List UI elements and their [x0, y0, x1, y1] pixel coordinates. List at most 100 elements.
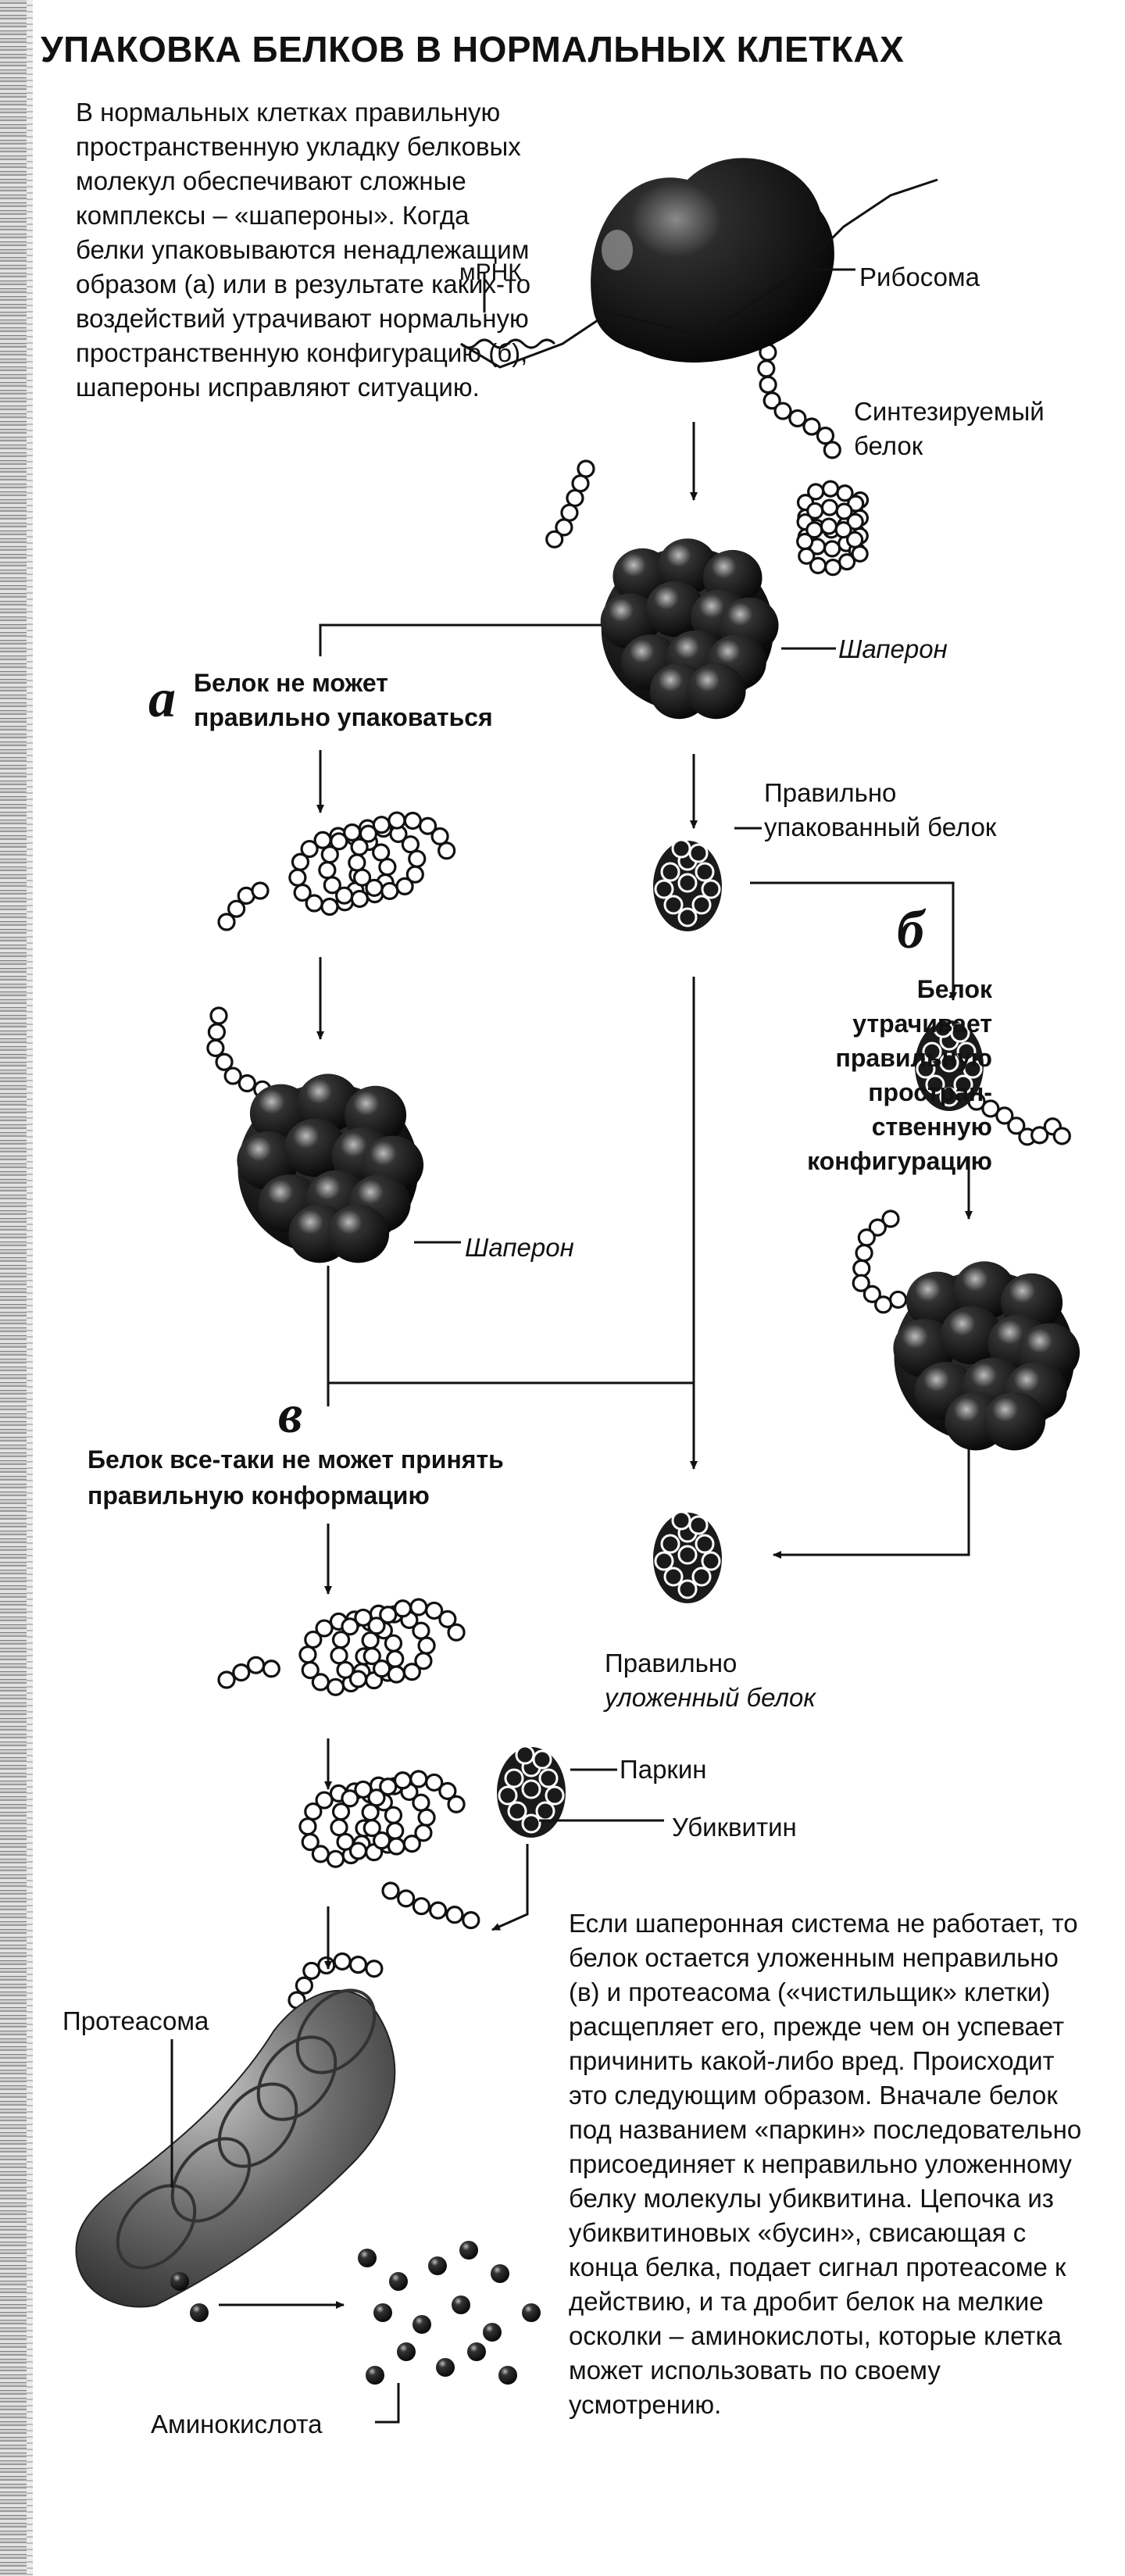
misfolded-protein-c1 [387, 1665, 405, 1684]
amino-acid-bead [358, 2249, 377, 2267]
synthesized-protein-coil [851, 545, 869, 563]
misfolded-protein-c2 [348, 1842, 368, 1860]
parkin-molecule-bead [532, 1749, 552, 1770]
unfolded-protein-a [380, 881, 399, 901]
unfolded-protein-a [359, 824, 378, 843]
parkin-label: Паркин [620, 1755, 707, 1784]
unfolded-protein-a [300, 839, 319, 859]
ubiquitin-chain [462, 1911, 480, 1930]
protein-losing-shape-bead [939, 1087, 959, 1107]
misfolded-protein-c2 [304, 1802, 323, 1821]
synthesized-protein-chain [762, 391, 781, 410]
protein-losing-shape-tail [1052, 1127, 1071, 1145]
synthesized-protein-chain [757, 359, 776, 378]
amino-acid-bead [366, 2366, 384, 2385]
mrna-label: мРНК [459, 259, 522, 285]
properly-packed-protein-bead [695, 862, 715, 882]
parkin-molecule-bead [504, 1768, 524, 1788]
amino-acid-bead [397, 2342, 416, 2361]
mrna-ticks [459, 338, 556, 349]
misfolded-protein-c1 [315, 1619, 334, 1638]
properly-packed-protein-bead [671, 838, 691, 859]
proteasome-ring [256, 2035, 338, 2121]
properly-folded-protein-bead [677, 1579, 698, 1599]
step-c-letter: в [278, 1384, 303, 1445]
unfolded-protein-a [352, 868, 372, 887]
chaperone-right-chain [862, 1284, 881, 1303]
misfolded-protein-c1 [409, 1598, 428, 1617]
parkin-molecule-bead [538, 1768, 559, 1788]
properly-packed-label-line2: упакованный белок [764, 813, 997, 841]
synthesized-protein-coil [820, 517, 838, 535]
proteasome-entry-chain [317, 1956, 336, 1975]
amino-acid-bead [389, 2272, 408, 2291]
unfolded-protein-a [320, 897, 339, 916]
misfolded-protein-c2 [438, 1781, 457, 1800]
step-c-text-line2: правильную конформацию [88, 1481, 430, 1510]
chaperone-left-lobe [327, 1204, 390, 1263]
synthesized-protein-coil [820, 498, 839, 516]
step-a-letter: а [148, 669, 176, 729]
chaperone-left-chain [209, 1006, 228, 1025]
chaperone-left-chain [206, 1038, 225, 1058]
ubiquitin-chain [445, 1906, 464, 1924]
step-b-text-line3: правильную [835, 1044, 992, 1072]
chaperone-top-chain [577, 459, 595, 478]
proteasome-entry-chain [295, 1976, 313, 1995]
unfolded-protein-a [388, 811, 406, 830]
protein-losing-shape-bead [962, 1059, 983, 1079]
synthesized-protein-coil [824, 559, 842, 577]
amino-acid-bead [190, 2303, 209, 2322]
misfolded-protein-c2 [315, 1791, 334, 1810]
unfolded-protein-a [372, 816, 391, 834]
properly-folded-protein-bead [695, 1534, 715, 1554]
misfolded-protein-c2 [417, 1808, 436, 1827]
amino-acid-bead [483, 2323, 502, 2342]
misfolded-protein-c1 [348, 1670, 368, 1688]
chaperone-label-left: Шаперон [465, 1233, 574, 1262]
misfolded-protein-c1 [372, 1660, 391, 1678]
unfolded-protein-a [330, 832, 348, 851]
misfolded-protein-c1 [367, 1617, 386, 1635]
properly-folded-protein-bead [660, 1534, 680, 1554]
amino-acid-bead [436, 2358, 455, 2377]
synthesized-protein-coil [807, 483, 825, 501]
ubiquitin-chain [397, 1889, 416, 1908]
amino-acid-pointer [375, 2383, 400, 2424]
misfolded-protein-c1 [393, 1599, 412, 1618]
protein-losing-shape-bead [939, 1052, 959, 1073]
misfolded-protein-c2 [362, 1819, 381, 1838]
properly-folded-protein-bead [654, 1551, 674, 1571]
parkin-molecule-bead [515, 1745, 535, 1765]
unfolded-protein-a [365, 878, 384, 897]
unfolded-protein-a [323, 876, 341, 895]
misfolded-protein-c2 [311, 1845, 330, 1863]
synthesized-protein-chain [759, 375, 777, 394]
ubiquitin-chain [381, 1881, 400, 1900]
misfolded-protein-c2 [384, 1806, 403, 1824]
unfolded-protein-a [408, 849, 427, 868]
protein-losing-shape-bead [916, 1059, 936, 1079]
amino-acid-bead [428, 2256, 447, 2275]
ribosome-shape [591, 158, 834, 363]
unfolded-protein-a [430, 827, 449, 845]
synthesized-protein-label-line2: белок [854, 431, 923, 460]
misfolded-protein-c2 [331, 1802, 351, 1821]
synthesized-protein-coil [835, 502, 853, 520]
synthesized-protein-coil [806, 502, 824, 520]
synthesized-protein-coil [809, 556, 827, 574]
unfolded-protein-a [334, 886, 354, 905]
proteasome-entry-chain [333, 1952, 352, 1971]
chaperone-right-lobe [940, 1306, 1003, 1365]
amino-acid-bead [170, 2272, 189, 2291]
outro-paragraph: Если шаперонная система не работает, то … [569, 1909, 1082, 2419]
misfolded-protein-c2 [361, 1802, 380, 1822]
unfolded-protein-a [288, 868, 307, 887]
ubiquitin-chain [412, 1897, 430, 1916]
unfolded-protein-a [320, 845, 339, 864]
unfolded-protein-a [305, 894, 323, 913]
properly-folded-protein-bead [701, 1551, 721, 1571]
molecule-blob-layer [75, 158, 1080, 2385]
